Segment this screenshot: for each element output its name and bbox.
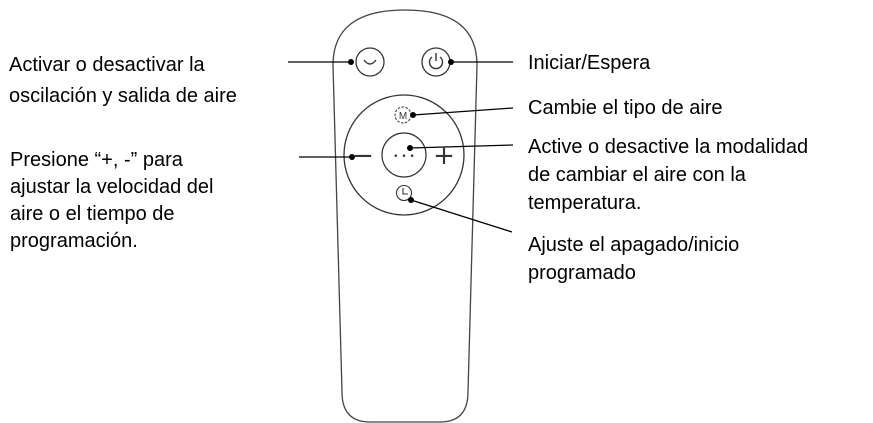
leader-timer bbox=[410, 199, 513, 233]
clock-icon bbox=[395, 184, 413, 202]
label-speed-timer: Presione “+, -” para ajustar la velocida… bbox=[10, 149, 214, 252]
mode-glyph: M bbox=[399, 111, 407, 122]
leader-temperature bbox=[409, 144, 514, 149]
remote-body bbox=[332, 9, 478, 423]
center-button[interactable]: • • • bbox=[381, 132, 427, 178]
air-type-button[interactable]: M bbox=[394, 106, 412, 124]
minus-button[interactable]: − bbox=[352, 141, 374, 171]
dots-icon: • • • bbox=[393, 152, 415, 162]
timer-button[interactable] bbox=[395, 184, 413, 202]
control-ring bbox=[343, 94, 465, 216]
label-temperature-mode: Active o desactive la modalidad de cambi… bbox=[528, 136, 809, 214]
label-oscillation: Activar o desactivar la oscilación y sal… bbox=[9, 54, 237, 107]
label-air-type: Cambie el tipo de aire bbox=[528, 97, 723, 119]
smile-icon bbox=[363, 59, 377, 65]
plus-button[interactable]: + bbox=[433, 141, 455, 171]
leader-air-type bbox=[412, 107, 514, 116]
oscillation-button[interactable] bbox=[355, 47, 385, 77]
label-power: Iniciar/Espera bbox=[528, 52, 651, 74]
label-timer: Ajuste el apagado/inicio programado bbox=[528, 234, 740, 284]
leader-lines bbox=[288, 59, 514, 233]
power-icon bbox=[428, 53, 444, 70]
power-button[interactable] bbox=[421, 47, 451, 77]
